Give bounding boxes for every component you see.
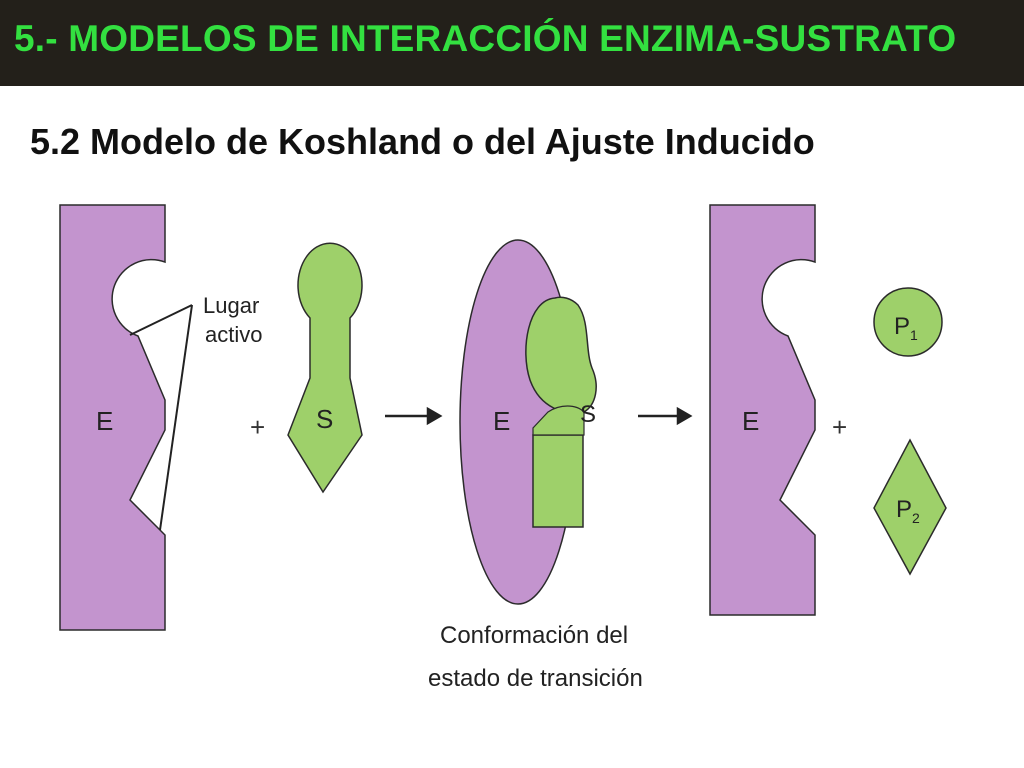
substrate-bound [525,296,597,414]
product-1-label: P1 [894,313,918,343]
reaction-arrow-2 [638,406,693,426]
slide-title: 5.- MODELOS DE INTERACCIÓN ENZIMA-SUSTRA… [14,18,957,59]
product-2-label: P2 [896,496,920,526]
substrate-bound-lower [532,434,584,528]
substrate-bound-bridge [532,405,585,436]
product-1-letter: P [894,313,910,340]
active-site-pointer [129,304,193,531]
enzyme-left [59,204,166,631]
enzyme-right-label: E [742,406,759,436]
product-1-subscript: 1 [910,327,918,343]
plus-sign-2: + [832,412,847,442]
active-site-label-line1: Lugar [203,293,259,318]
enzyme-middle-label: E [493,406,510,436]
reaction-arrow-1 [385,406,443,426]
product-2-letter: P [896,496,912,523]
substrate-label: S [316,404,333,434]
substrate [287,242,363,494]
product-2 [873,438,947,576]
induced-fit-diagram: E Lugar activo + S E S Conformación del … [0,190,1024,715]
enzyme-left-label: E [96,406,113,436]
transition-label-line2: estado de transición [428,665,643,692]
substrate-bound-label: S [580,401,596,428]
title-bar: 5.- MODELOS DE INTERACCIÓN ENZIMA-SUSTRA… [0,0,1024,86]
product-1 [873,287,943,357]
active-site-label-line2: activo [205,322,262,347]
plus-sign-1: + [250,412,265,442]
enzyme-right [709,204,816,616]
slide-subtitle: 5.2 Modelo de Koshland o del Ajuste Indu… [30,121,815,162]
product-2-subscript: 2 [912,510,920,526]
transition-label-line1: Conformación del [440,622,628,649]
